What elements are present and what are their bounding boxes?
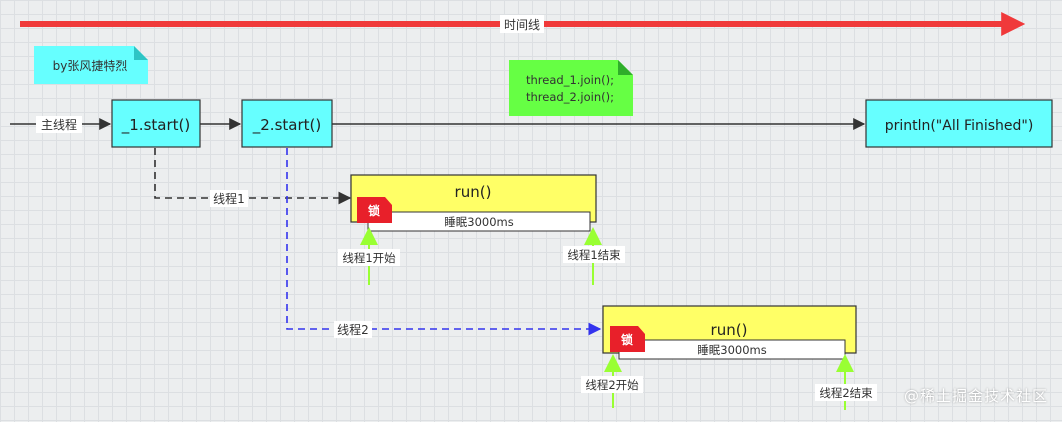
thread2-start-label: 线程2开始 — [585, 378, 639, 392]
thread2-run-text: run() — [711, 321, 748, 339]
timeline: 时间线 — [20, 12, 1026, 36]
thread1-start-marker: 线程1开始 — [338, 227, 400, 285]
thread1-connector: 线程1 — [154, 148, 352, 207]
thread1-end-marker: 线程1结束 — [563, 227, 625, 285]
thread2-start-marker: 线程2开始 — [581, 354, 643, 408]
thread2-edge-label: 线程2 — [337, 322, 369, 337]
author-note-text: by张风捷特烈 — [53, 58, 128, 73]
thread2-lock-text: 锁 — [621, 332, 633, 347]
thread1-run-text: run() — [455, 183, 492, 201]
main-thread-line: 主线程 — [10, 116, 866, 133]
start1-text: _1.start() — [121, 116, 190, 135]
thread1-run-block: run() 睡眠3000ms 锁 — [350, 174, 597, 232]
finish-box: println("All Finished") — [865, 99, 1053, 148]
timeline-label-bg — [500, 15, 544, 33]
start2-text: _2.start() — [252, 116, 321, 135]
join-note: thread_1.join(); thread_2.join(); — [509, 60, 633, 116]
thread2-run-block: run() 睡眠3000ms 锁 — [602, 305, 857, 360]
timeline-label: 时间线 — [504, 18, 540, 32]
join-note-line2: thread_2.join(); — [526, 90, 614, 104]
thread1-lock-text: 锁 — [368, 203, 380, 218]
thread1-start-label: 线程1开始 — [342, 251, 396, 265]
thread2-end-label: 线程2结束 — [819, 386, 873, 400]
join-note-line1: thread_1.join(); — [526, 73, 614, 87]
start1-box: _1.start() — [111, 99, 201, 148]
author-note: by张风捷特烈 — [34, 46, 148, 84]
thread1-end-label: 线程1结束 — [567, 248, 621, 262]
thread1-edge-label: 线程1 — [213, 191, 245, 206]
thread1-lock-icon — [357, 197, 392, 223]
watermark: @稀土掘金技术社区 — [903, 387, 1048, 405]
thread2-sleep-text: 睡眠3000ms — [697, 343, 766, 357]
start2-box: _2.start() — [241, 99, 333, 148]
finish-text: println("All Finished") — [885, 118, 1034, 134]
thread1-sleep-text: 睡眠3000ms — [444, 215, 513, 229]
thread2-end-marker: 线程2结束 — [815, 354, 877, 410]
main-thread-label: 主线程 — [41, 117, 77, 132]
thread2-connector: 线程2 — [286, 148, 602, 338]
thread2-lock-icon — [610, 326, 645, 352]
